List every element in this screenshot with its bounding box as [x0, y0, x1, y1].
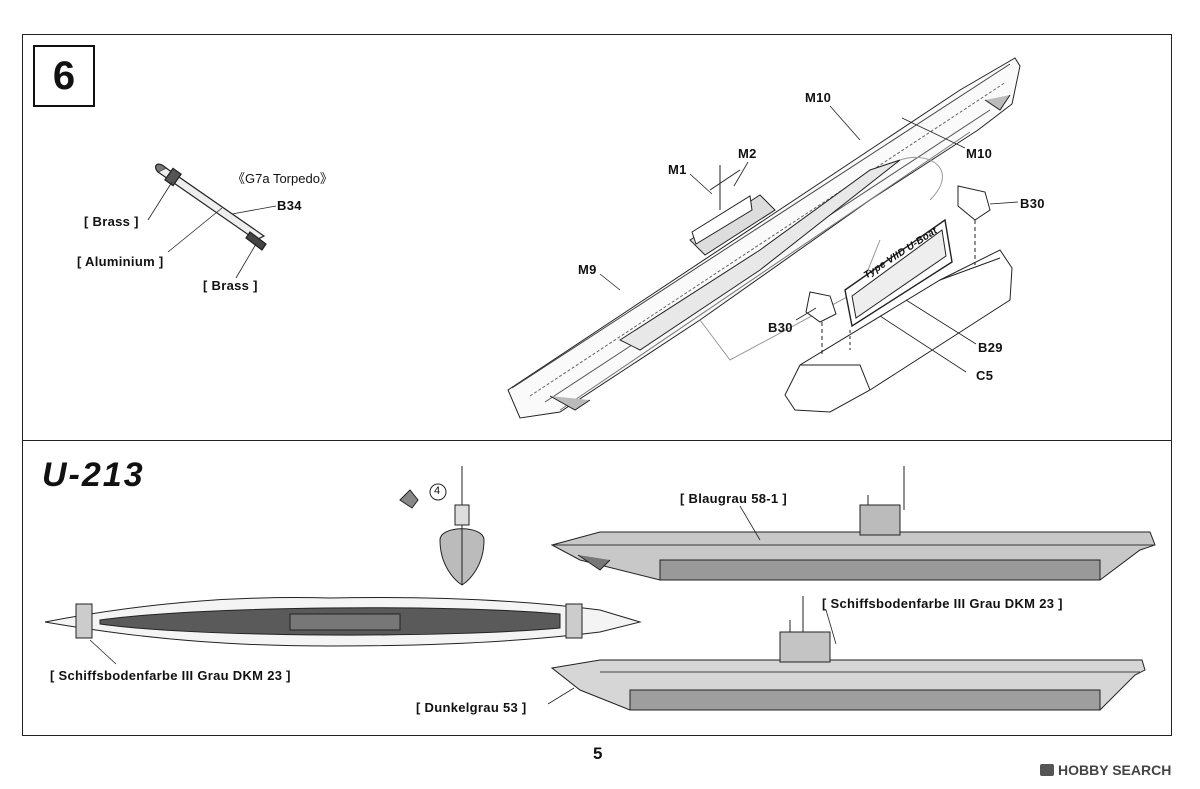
color-blaugrau-label: [ Blaugrau 58-1 ] [680, 491, 787, 506]
torpedo-drawing [154, 163, 267, 251]
torpedo-caption: 《G7a Torpedo》 [232, 171, 333, 186]
part-b30-right-label: B30 [1020, 196, 1045, 211]
part-m1-label: M1 [668, 162, 687, 177]
material-label-aluminium: [ Aluminium ] [77, 254, 164, 269]
watermark-text: HOBBY SEARCH [1058, 762, 1172, 778]
side-view-lower [550, 596, 1146, 711]
assembly-leaders [599, 105, 1019, 373]
part-b30-left-label: B30 [768, 320, 793, 335]
material-label-brass-2: [ Brass ] [203, 278, 258, 293]
part-m2-label: M2 [738, 146, 757, 161]
instruction-frame [22, 34, 1172, 736]
callout-number: 4 [434, 485, 441, 497]
hobby-search-logo-icon [1040, 764, 1054, 776]
color-dunkelgrau-label: [ Dunkelgrau 53 ] [416, 700, 527, 715]
side-view-upper [550, 466, 1156, 581]
page-number: 5 [593, 744, 603, 763]
color-schiffsboden-right-label: [ Schiffsbodenfarbe III Grau DKM 23 ] [822, 596, 1063, 611]
torpedo-leaders [147, 181, 277, 279]
callout-circle [429, 483, 447, 501]
part-m9-label: M9 [578, 262, 597, 277]
material-label-brass-1: [ Brass ] [84, 214, 139, 229]
top-view-hull [44, 597, 642, 647]
part-b34-label: B34 [277, 198, 302, 213]
paint-leaders [89, 505, 837, 705]
part-b29-label: B29 [978, 340, 1003, 355]
part-m10-top-label: M10 [805, 90, 832, 105]
part-m10-right-label: M10 [966, 146, 993, 161]
step-number-box: 6 [33, 45, 95, 107]
assembled-submarine [507, 57, 1021, 419]
display-stand [784, 185, 1013, 413]
bow-view [399, 466, 485, 586]
part-c5-label: C5 [976, 368, 994, 383]
color-schiffsboden-left-label: [ Schiffsbodenfarbe III Grau DKM 23 ] [50, 668, 291, 683]
boat-designation-title: U-213 [42, 456, 145, 494]
watermark: HOBBY SEARCH [1040, 762, 1171, 778]
step-number: 6 [52, 53, 76, 98]
section-divider [22, 440, 1172, 441]
